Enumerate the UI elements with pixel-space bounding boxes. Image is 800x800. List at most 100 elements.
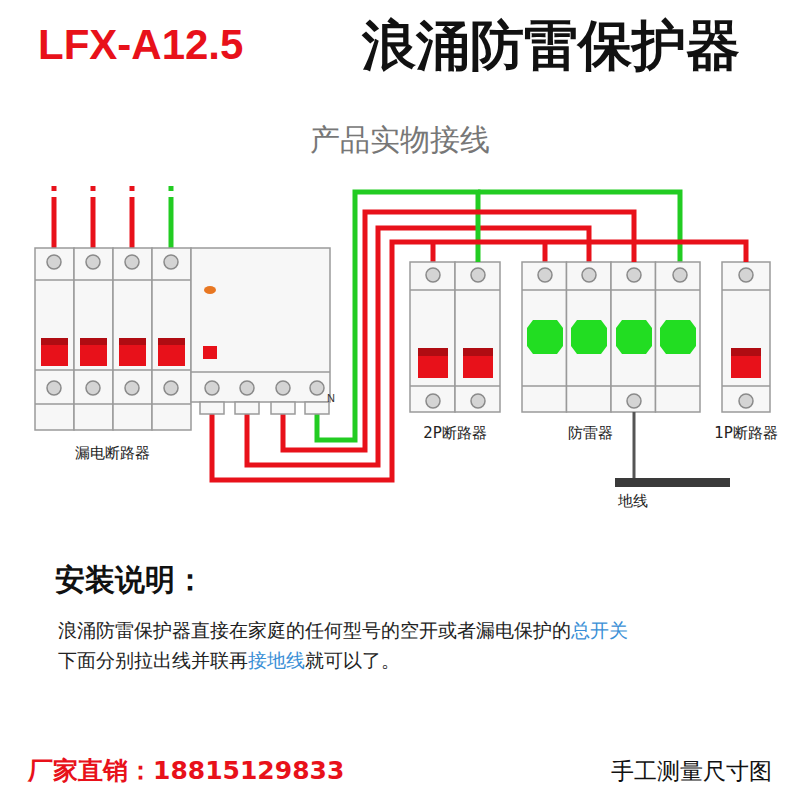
label-text: 产品实物接线 bbox=[310, 122, 490, 158]
rcd-switches bbox=[41, 286, 217, 366]
switch-shade bbox=[158, 338, 185, 345]
device-label: 防雷器 bbox=[522, 424, 658, 442]
wire bbox=[91, 186, 96, 191]
module bbox=[567, 262, 612, 412]
switch-shade bbox=[463, 348, 493, 356]
device-terminals bbox=[426, 268, 753, 408]
terminal bbox=[673, 268, 687, 282]
divider bbox=[410, 289, 500, 291]
breaker-1p bbox=[722, 262, 770, 412]
divider bbox=[722, 385, 770, 387]
switch-shade bbox=[41, 338, 68, 345]
terminal bbox=[426, 268, 440, 282]
terminal bbox=[276, 381, 290, 395]
switch-shade bbox=[80, 338, 107, 345]
switch-lever bbox=[418, 348, 448, 378]
device-label: 漏电断路器 bbox=[35, 444, 190, 462]
terminal bbox=[240, 381, 254, 395]
page-title: 浪涌防雷保护器 bbox=[362, 14, 740, 79]
wire bbox=[130, 186, 135, 191]
terminal-tab bbox=[200, 402, 224, 414]
breaker-2p bbox=[410, 262, 500, 412]
rcd-body bbox=[35, 248, 330, 430]
pole bbox=[455, 262, 500, 412]
wire bbox=[91, 197, 96, 256]
terminal bbox=[582, 268, 596, 282]
terminal bbox=[739, 394, 753, 408]
terminal bbox=[164, 381, 178, 395]
pole bbox=[113, 248, 152, 430]
terminal bbox=[310, 381, 324, 395]
leakage-module bbox=[191, 248, 330, 402]
switch-shade bbox=[731, 348, 761, 356]
terminal bbox=[86, 255, 100, 269]
wire-connector bbox=[212, 242, 746, 480]
pole bbox=[410, 262, 455, 412]
terminal bbox=[627, 394, 641, 408]
terminal bbox=[627, 268, 641, 282]
terminal bbox=[471, 394, 485, 408]
spd-window bbox=[527, 320, 563, 354]
wire bbox=[169, 186, 174, 191]
wire bbox=[478, 192, 680, 268]
spd-window bbox=[660, 320, 696, 354]
divider bbox=[722, 289, 770, 291]
module bbox=[611, 262, 656, 412]
terminal bbox=[125, 381, 139, 395]
label-text: 手工测量尺寸图 bbox=[611, 758, 772, 786]
terminal bbox=[47, 381, 61, 395]
spd-body bbox=[522, 262, 700, 412]
switch-lever bbox=[731, 348, 761, 378]
terminal bbox=[164, 255, 178, 269]
switch-lever bbox=[463, 348, 493, 378]
rcd-terminals bbox=[47, 255, 324, 395]
terminal bbox=[538, 268, 552, 282]
device-box: 漏电断路器 bbox=[35, 248, 330, 415]
divider bbox=[191, 371, 330, 373]
pole bbox=[74, 248, 113, 430]
switch-shade bbox=[418, 348, 448, 356]
label-text: 厂家直销：18815129833 bbox=[28, 756, 344, 786]
device-box: 防雷器 bbox=[522, 262, 700, 412]
device-label: 2P断路器 bbox=[400, 424, 510, 442]
label-text: N bbox=[327, 392, 335, 405]
device-label: 地线 bbox=[575, 492, 690, 510]
terminal bbox=[426, 394, 440, 408]
terminal bbox=[205, 381, 219, 395]
switch-lever bbox=[158, 338, 185, 366]
spd-window bbox=[616, 320, 652, 354]
breaker-switches bbox=[418, 320, 761, 378]
divider bbox=[35, 279, 191, 281]
wire-connector bbox=[283, 212, 634, 450]
instruction-text: 总开关 bbox=[571, 619, 628, 641]
test-button bbox=[203, 346, 217, 359]
label-text: 安装说明： bbox=[55, 562, 205, 598]
module bbox=[522, 262, 567, 412]
device-box: 2P断路器 bbox=[410, 262, 500, 412]
switch-shade bbox=[119, 338, 146, 345]
device-label: 1P断路器 bbox=[696, 424, 796, 442]
wire-connector bbox=[633, 412, 636, 478]
device-box: 1P断路器 bbox=[722, 262, 770, 412]
instruction-text: 就可以了。 bbox=[305, 649, 400, 671]
terminal bbox=[739, 268, 753, 282]
terminal bbox=[471, 268, 485, 282]
switch-lever bbox=[80, 338, 107, 366]
wire bbox=[52, 197, 57, 256]
pole bbox=[722, 262, 770, 412]
divider bbox=[522, 289, 700, 291]
module bbox=[656, 262, 701, 412]
instruction-line: 下面分别拉出线并联再接地线就可以了。 bbox=[58, 648, 400, 673]
divider bbox=[410, 385, 500, 387]
switch-lever bbox=[41, 338, 68, 366]
wire bbox=[52, 186, 57, 191]
instruction-text: 浪涌防雷保护器直接在家庭的任何型号的空开或者漏电保护的 bbox=[58, 619, 571, 641]
label-text: LFX-A12.5 bbox=[38, 20, 243, 70]
terminal-tab bbox=[305, 402, 329, 414]
device-box: 地线 bbox=[615, 478, 730, 487]
instruction-text: 下面分别拉出线并联再 bbox=[58, 649, 248, 671]
pole bbox=[152, 248, 191, 430]
wire bbox=[169, 197, 174, 256]
